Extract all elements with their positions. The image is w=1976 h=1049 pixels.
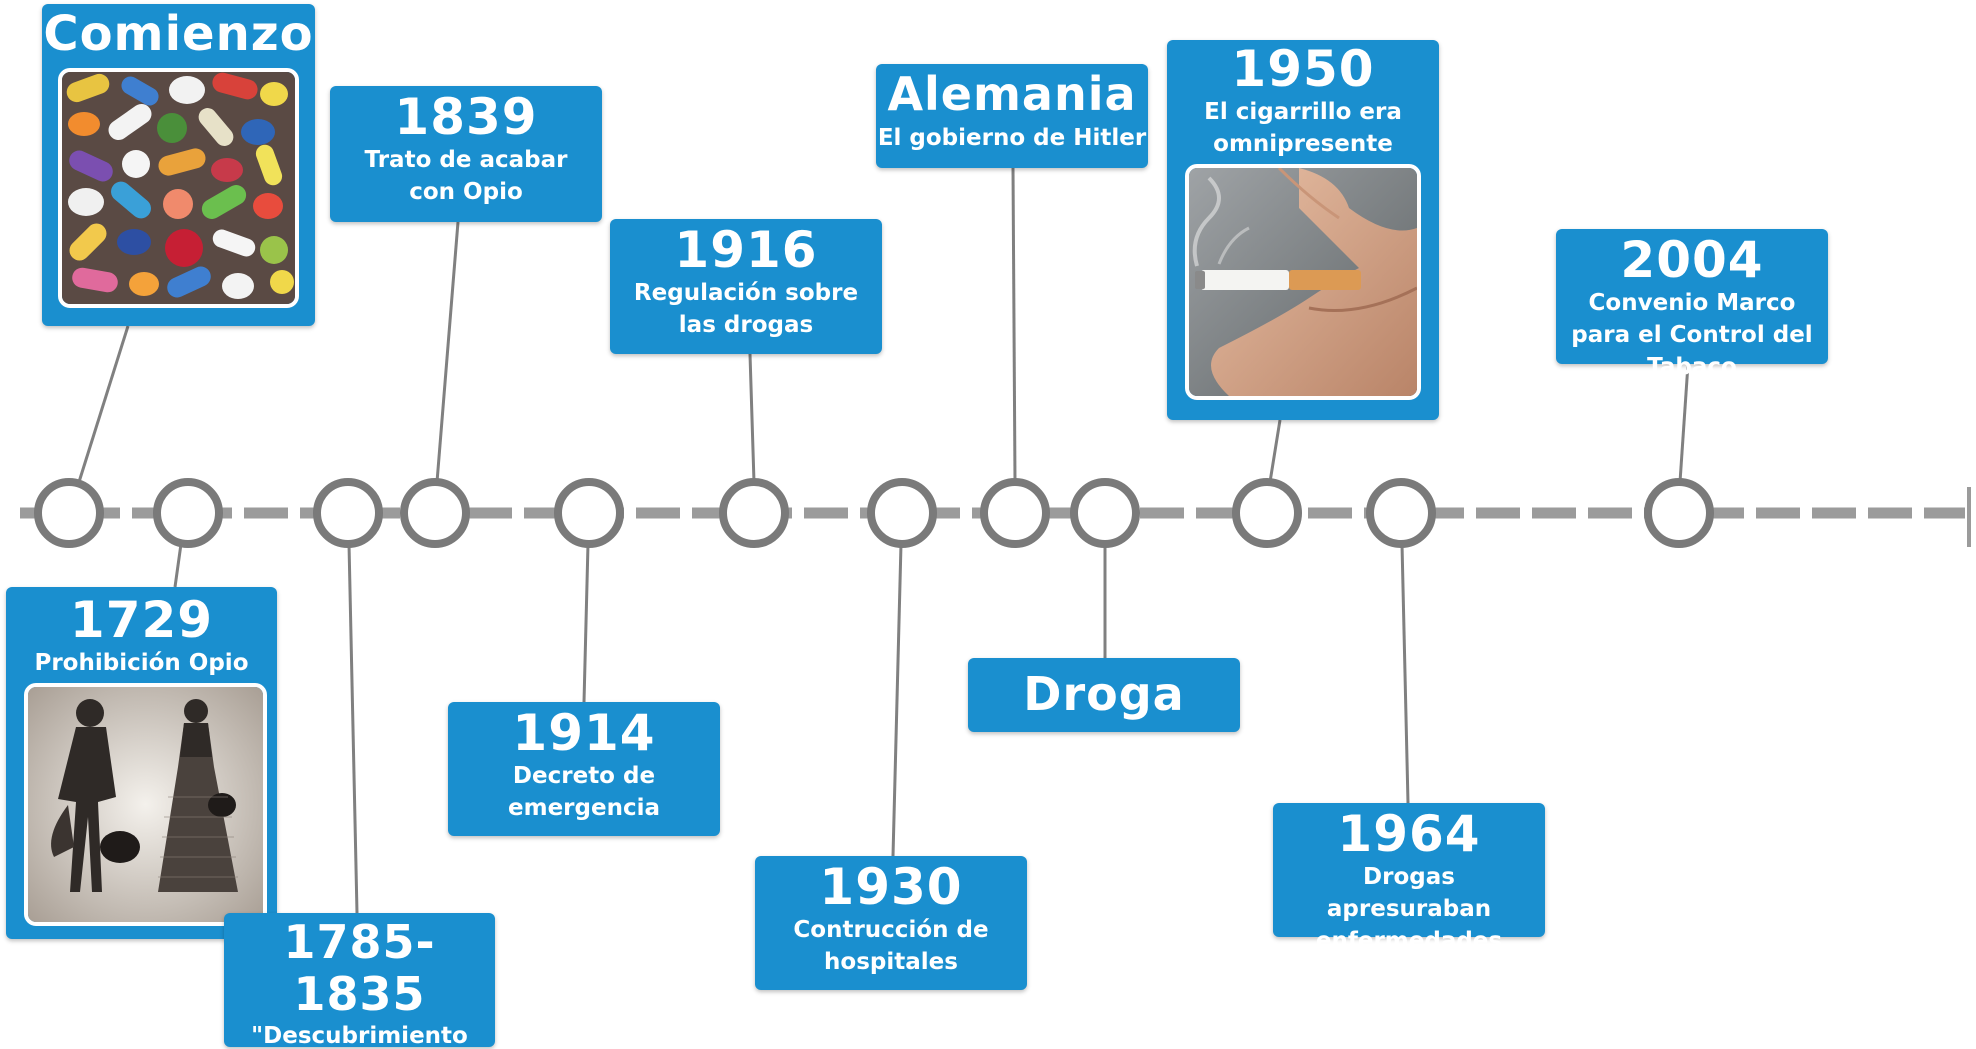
event-1785-1835-caption: "Descubrimiento de la adicción" [251,1023,468,1049]
event-1729-year: 1729 [69,591,214,649]
event-1916-caption: Regulación sobre las drogas [633,280,859,338]
node-comienzo [34,478,104,548]
connector-1914 [582,543,590,703]
event-1914: 1914 Decreto de emergencia [448,702,720,836]
event-1930: 1930 Contrucción de hospitales [755,856,1027,990]
event-1839: 1839 Trato de acabar con Opio [330,86,602,222]
node-1916 [719,478,789,548]
event-1914-caption: Decreto de emergencia [508,763,660,821]
event-2004-year: 2004 [1620,231,1764,289]
event-2004: 2004 Convenio Marco para el Control del … [1556,229,1828,380]
pills-photo [58,68,299,308]
event-droga: Droga [968,658,1240,732]
connector-1950 [1268,419,1282,483]
event-1916-year: 1916 [674,221,818,279]
connector-1839 [435,221,460,483]
node-1964 [1366,478,1436,548]
node-droga [1070,478,1140,548]
connector-comienzo [77,325,130,483]
connector-1785-1835 [347,543,359,914]
node-1729 [153,478,223,548]
connector-2004 [1678,363,1690,483]
event-alemania-caption: El gobierno de Hitler [877,125,1147,151]
event-2004-caption: Convenio Marco para el Control del Tabac… [1571,290,1813,380]
node-1930 [867,478,937,548]
event-1729-caption: Prohibición Opio [34,650,249,676]
connector-alemania [1011,167,1017,483]
node-1914 [554,478,624,548]
cigarette-photo [1185,164,1421,400]
node-1950 [1232,478,1302,548]
connector-1729 [173,543,183,588]
event-1839-caption: Trato de acabar con Opio [364,147,568,205]
historical-figures-engraving [24,683,267,926]
event-1785-1835: 1785-1835 "Descubrimiento de la adicción… [224,913,495,1049]
node-alemania [980,478,1050,548]
event-1950: 1950 El cigarrillo era omnipresente [1167,40,1439,420]
connector-1964 [1400,543,1410,804]
event-1964-year: 1964 [1337,805,1481,863]
event-1930-year: 1930 [819,858,963,916]
event-1964-caption: Drogas apresuraban enfermedades [1315,864,1503,954]
node-1839 [400,478,470,548]
event-alemania-title: Alemania [887,67,1137,121]
event-1930-caption: Contrucción de hospitales [793,917,989,975]
event-alemania: Alemania El gobierno de Hitler [876,64,1148,168]
event-1785-1835-year: 1785-1835 [283,915,436,1021]
event-1964: 1964 Drogas apresuraban enfermedades [1273,803,1545,954]
event-1950-year: 1950 [1231,40,1375,98]
event-1916: 1916 Regulación sobre las drogas [610,219,882,354]
event-1950-caption: El cigarrillo era omnipresente [1204,99,1402,157]
connector-1916 [748,353,756,483]
node-2004 [1644,478,1714,548]
connector-1930 [891,543,903,857]
event-droga-title: Droga [1023,667,1185,721]
event-1729: 1729 Prohibición Opio [6,587,277,939]
event-1839-year: 1839 [394,88,538,146]
node-1785-1835 [313,478,383,548]
event-comienzo: Comienzo [42,4,315,326]
event-1914-year: 1914 [512,704,656,762]
event-comienzo-title: Comienzo [43,6,314,62]
